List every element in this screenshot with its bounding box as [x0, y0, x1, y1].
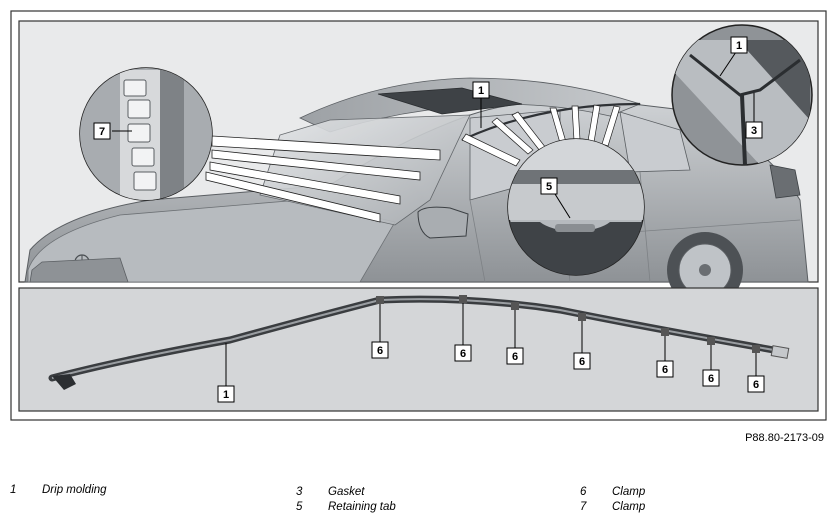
detail-mid-rays	[461, 104, 621, 167]
callout-clamp-7: 6	[753, 379, 759, 391]
legend-text: Retaining tab	[328, 501, 396, 513]
callout-drip-molding-car: 1	[478, 85, 484, 97]
callout-drip-molding-strip: 1	[223, 389, 229, 401]
clamp-callouts: 6 6 6 6 6 6 6	[371, 303, 765, 393]
figure-reference: P88.80-2173-09	[745, 432, 824, 444]
clamp-markers	[376, 295, 760, 353]
tail-light	[769, 164, 801, 199]
callout-clamp-5: 6	[662, 364, 668, 376]
legend-number: 3	[296, 486, 303, 498]
callout-molding-detail: 1	[736, 40, 742, 52]
callout-clamp-4: 6	[579, 356, 585, 368]
callout-clamp-6: 6	[708, 373, 714, 385]
callout-retaining-tab: 5	[546, 181, 552, 193]
legend-number: 5	[296, 501, 303, 513]
legend-number: 1	[10, 484, 17, 496]
drip-molding-on-car	[461, 102, 641, 141]
drip-molding-part-panel: 1 6 6 6 6 6 6 6	[18, 287, 819, 412]
legend-text: Gasket	[328, 486, 365, 498]
legend-number: 7	[580, 501, 587, 513]
legend-text: Drip molding	[42, 484, 107, 496]
car-illustration-panel: 7 1 3	[18, 20, 819, 308]
detail-clamp-magnifier: 7	[79, 67, 213, 201]
legend-text: Clamp	[612, 486, 646, 498]
callout-clamp-1: 6	[377, 345, 383, 357]
callout-group-molding-car: 1	[472, 81, 490, 128]
side-window-rear	[619, 111, 691, 173]
legend-number: 6	[580, 486, 587, 498]
molding-end-cap	[52, 374, 76, 390]
callout-clamp-3: 6	[512, 351, 518, 363]
detail-gasket-magnifier: 1 3	[671, 24, 813, 166]
grille	[29, 257, 129, 283]
legend-text: Clamp	[612, 501, 646, 513]
callout-clamp-2: 6	[460, 348, 466, 360]
side-mirror	[417, 206, 469, 239]
callout-gasket: 3	[751, 125, 757, 137]
callout-clamp-detail: 7	[99, 126, 105, 138]
detail-retaining-tab-magnifier: 5	[507, 138, 645, 276]
figure-frame	[10, 10, 827, 421]
